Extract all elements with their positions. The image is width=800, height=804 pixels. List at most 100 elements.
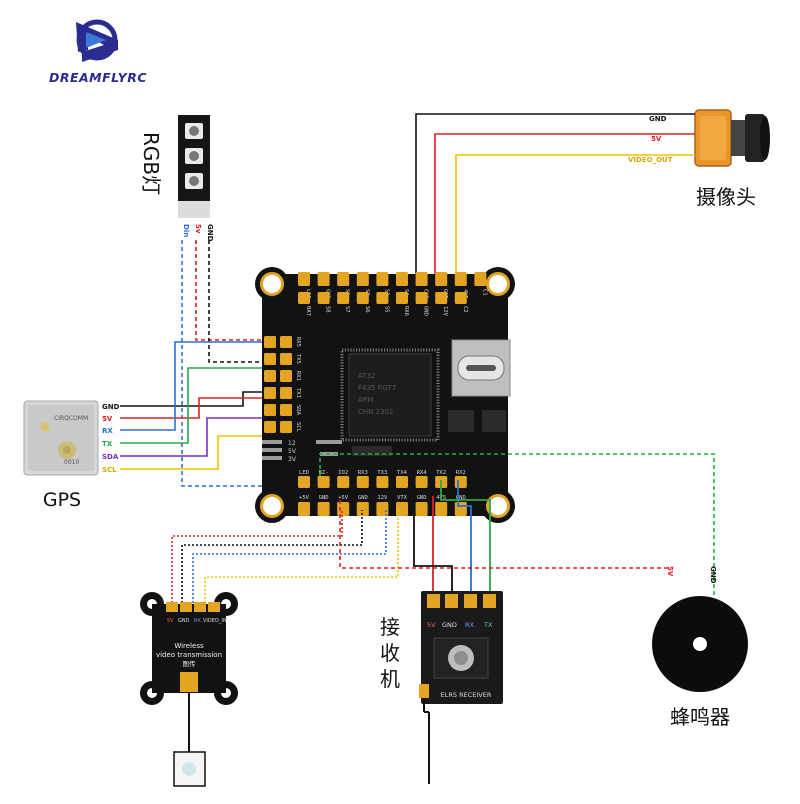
fc-top-lower-6-pad [415,292,428,304]
fc-left-b-4-pad [280,404,292,416]
fc-bottom-lower-8-label: GND [456,495,466,501]
vtx-pin-gnd: GND [178,618,190,624]
vtx-text-line1: Wireless [174,642,204,650]
fc-small-pad-5v: 5V [288,448,297,455]
fc-bottom-upper-7-label: TX2 [436,470,446,476]
fc-top-lower-3-label: S6 [364,306,370,313]
fc-bottom-upper-4-label: TX3 [377,470,387,476]
fc-small-pad-12: 12 [288,440,296,447]
fc-left-0-label: RX5 [295,337,301,347]
gps-wires [120,341,265,470]
fc-top-lower-1-label: S8 [325,306,331,313]
fc-bottom-lower-0-label: +5V [299,495,310,501]
buzzer-pin-5v: 5V [666,566,674,577]
fc-bottom-upper-8-label: RX2 [456,470,466,476]
gps-module: CIRQCOMM 0010 [23,400,99,476]
gps-pin-tx: TX [102,440,113,448]
fc-bottom-lower-2-pad [337,502,350,516]
receiver-title-char: 接 [380,615,400,639]
receiver-pin-gnd: GND [442,621,457,629]
fc-chip-line-1: AT32 [358,372,375,380]
fc-top-lower-2-pad [337,292,350,304]
fc-bottom-upper-3-label: RX3 [358,470,368,476]
fc-bottom-upper-0-label: LED [299,470,309,476]
fc-bottom-upper-5-label: TX4 [397,470,408,476]
fc-top-upper-6-pad [415,272,428,286]
receiver-pin-tx: TX [483,621,493,629]
vtx-wires [171,510,399,603]
fc-top-lower-4-pad [376,292,389,304]
gps-pin-5v: 5V [102,415,113,423]
fc-top-lower-7-label: 12V [442,306,448,317]
camera-wires [415,113,695,275]
receiver-title-char: 收 [380,641,400,665]
gps-module-code: 0010 [64,459,79,466]
fc-small-pad-3v: 3V [288,456,297,463]
camera-pin-gnd: GND [649,115,667,123]
gps-module-brand: CIRQCOMM [54,415,88,422]
receiver-module: ELRS RECEIVER 5V GND RX TX [419,591,503,784]
fc-top-lower-0-label: BAT [305,306,311,317]
fc-left-a-0-pad [264,336,276,348]
fc-top-lower-2-label: S7 [344,306,350,313]
fc-bottom-lower-3-label: GND [358,495,368,501]
fc-chip-line-4: CHN 2302 [358,408,393,416]
vtx-pin-video-in: VIDEO_IN [203,618,227,624]
gps-pin-rx: RX [102,427,113,435]
fc-left-a-5-pad [264,421,276,433]
receiver-title: 接收机 [380,615,400,691]
fc-top-upper-9-pad [474,272,487,286]
fc-bottom-lower-8-pad [454,502,467,516]
buzzer-pin-gnd: GND [709,566,717,584]
receiver-pin-rx: RX [465,621,475,629]
fc-left-a-3-pad [264,387,276,399]
vtx-text-line3: 图传 [183,659,197,668]
fc-bottom-lower-2-label: +5V [338,495,349,501]
receiver-label: ELRS RECEIVER [441,691,492,699]
fc-bottom-lower-3-pad [356,502,369,516]
svg-text:接收机: 接收机 [380,615,400,691]
fc-bottom-lower-5-label: VTX [397,495,408,501]
fc-top-upper-8-pad [454,272,467,286]
fc-left-5-label: SCL [295,422,301,433]
fc-top-upper-5-pad [396,272,408,286]
fc-top-lower-5-pad [396,292,408,304]
buzzer-hole-icon [693,637,707,651]
fc-bottom-lower-1-label: GND [319,495,329,501]
gps-pin-scl: SCL [102,466,117,474]
camera-pin-5v: 5V [651,135,662,143]
vtx-module: Wireless video transmission 图传 GND 5V RX… [140,592,238,787]
fc-top-upper-2-pad [337,272,350,286]
fc-left-2-label: RX1 [295,371,301,381]
fc-left-1-label: TX5 [295,354,301,364]
fc-left-b-1-pad [280,353,292,365]
fc-bottom-upper-3-pad [356,476,369,488]
rgb-pin-5v: 5v [194,224,202,234]
fc-bottom-lower-4-label: 12V [377,495,388,501]
receiver-title-char: 机 [380,667,400,691]
rgb-led-strip [178,115,210,218]
fc-bottom-lower-6-pad [415,502,428,516]
vtx-text-line2: video transmission [156,651,222,659]
fc-left-b-3-pad [280,387,292,399]
fc-bottom-upper-4-pad [376,476,389,488]
gps-title: GPS [43,489,81,511]
fc-top-upper-3-pad [356,272,369,286]
brand-name: DREAMFLYRC [49,70,147,85]
fc-bottom-upper-2-pad [337,476,350,488]
fc-left-a-2-pad [264,370,276,382]
flight-controller: AT32 F435 RGT7 ARM CHN 2302 12 5V 3V [255,267,515,523]
brand-logo: DREAMFLYRC [49,19,147,85]
fc-bottom-lower-0-pad [298,502,310,516]
fc-top-lower-6-label: GND [423,306,429,316]
fc-top-lower-5-label: RX6 [403,306,409,316]
camera-module [694,109,770,167]
fc-bottom-lower-1-pad [317,502,330,516]
fc-bottom-upper-2-label: IO2 [338,470,348,476]
fc-top-upper-7-pad [435,272,448,286]
rgb-pin-din: Din [182,224,190,237]
logo-mark-accent-icon [86,32,106,48]
